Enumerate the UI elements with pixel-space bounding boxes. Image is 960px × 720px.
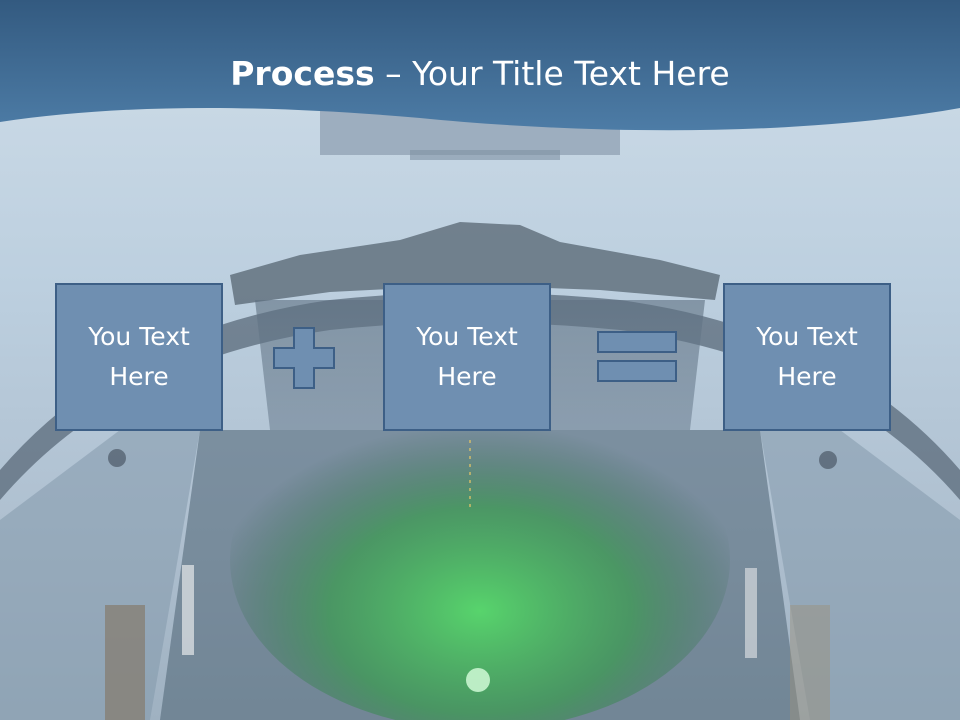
process-box-1[interactable]: You Text Here	[55, 283, 223, 431]
title-bold: Process	[230, 54, 375, 93]
process-box-3-text: You Text Here	[756, 322, 858, 391]
equals-icon	[597, 331, 677, 382]
plus-icon	[273, 327, 335, 389]
slide-title: Process – Your Title Text Here	[0, 52, 960, 96]
process-box-1-text: You Text Here	[88, 322, 190, 391]
process-box-2[interactable]: You Text Here	[383, 283, 551, 431]
title-banner	[0, 0, 960, 131]
process-box-2-text: You Text Here	[416, 322, 518, 391]
title-rest: – Your Title Text Here	[374, 54, 730, 93]
process-box-3[interactable]: You Text Here	[723, 283, 891, 431]
